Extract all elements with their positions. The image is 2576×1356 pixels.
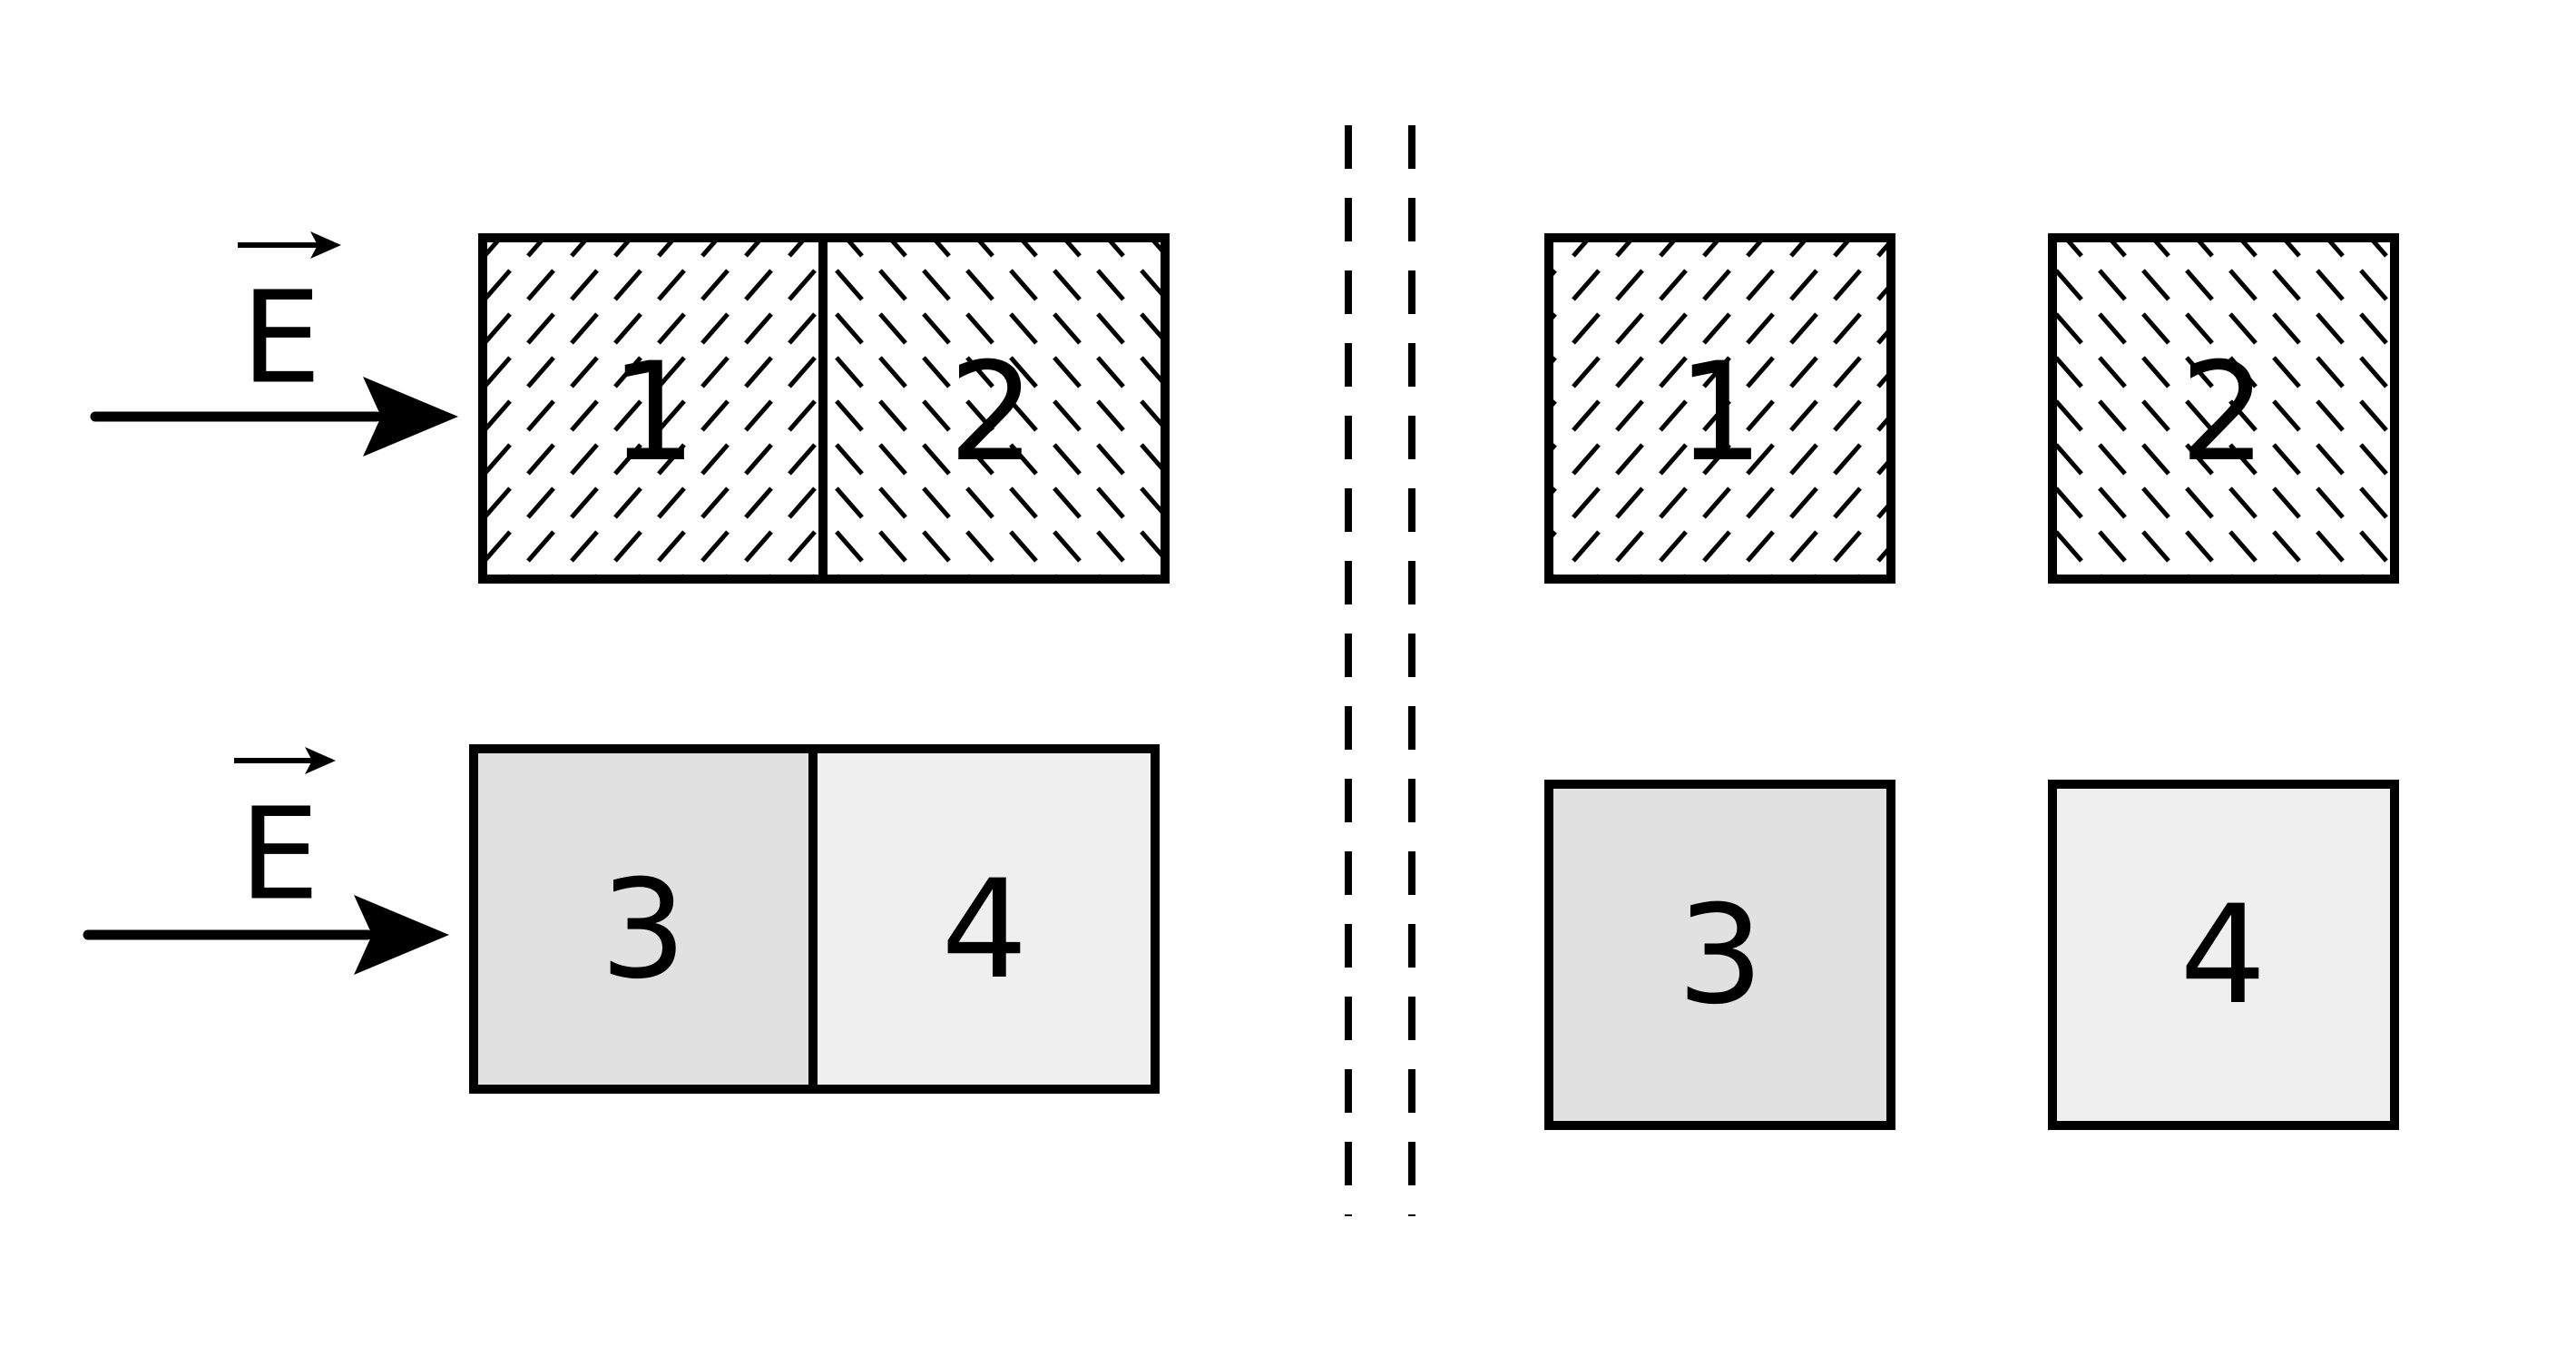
block-1-joined [483,238,823,579]
bottom-field-vector-head [305,747,336,774]
bottom-field-arrow: E [83,747,449,975]
block-1-separated [1544,233,1895,584]
top-field-symbol: E [241,265,321,413]
block-4-separated-label: 4 [2179,877,2266,1035]
bottom-field-arrow-head [354,895,449,975]
top-field-arrow: E [90,231,458,457]
bottom-field-symbol: E [240,781,319,929]
top-field-vector-head [310,231,341,259]
bottom-left-joined-pair: 3 4 [469,744,1160,1094]
top-left-joined-pair: 1 2 [478,233,1170,584]
block-4-separated [2048,780,2399,1130]
block-3-separated [1544,780,1895,1130]
block-2-separated [2048,233,2399,584]
block-2-joined [823,238,1165,579]
top-field-arrow-head [363,377,458,457]
bottom-right-separated-pair: 3 4 [1544,780,2399,1130]
dashed-separator [1345,125,1415,1216]
block-2-separated-label: 2 [2179,334,2266,492]
block-3-separated-label: 3 [1677,877,1763,1035]
top-right-separated-pair: 1 2 [1544,233,2399,584]
block-4-joined-label: 4 [941,851,1027,1009]
block-1-joined-label: 1 [610,334,696,492]
block-2-joined-label: 2 [948,334,1034,492]
block-1-separated-label: 1 [1677,334,1763,492]
block-3-joined-label: 3 [600,851,686,1009]
block-4-joined [813,749,1155,1089]
block-3-joined [474,749,813,1089]
